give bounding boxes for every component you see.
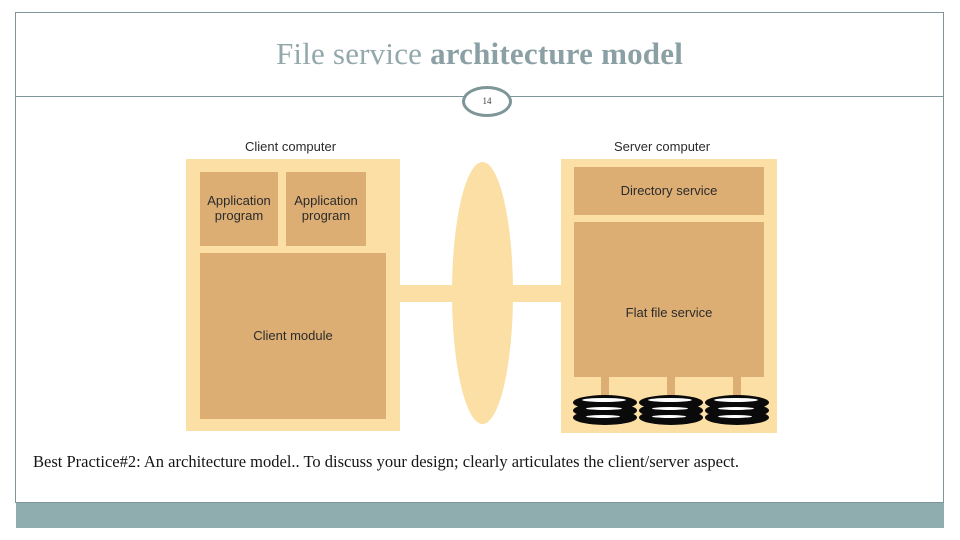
page-number-label: 14 — [482, 96, 492, 106]
page-title-bold: architecture model — [430, 36, 684, 71]
disk-stem-3 — [733, 377, 741, 401]
server-computer-caption: Server computer — [614, 139, 711, 154]
disk-stem-1 — [601, 377, 609, 401]
disk-gloss-1c — [586, 415, 620, 418]
disk-gloss-2a — [648, 398, 692, 402]
disk-platters-1 — [573, 395, 637, 425]
disk-icon-1 — [573, 377, 637, 425]
client-module-label: Client module — [253, 327, 333, 343]
disk-gloss-2b — [652, 407, 688, 410]
disk-icon-3 — [705, 377, 769, 425]
slide-bottom-bar — [16, 503, 944, 528]
disk-gloss-3c — [718, 415, 752, 418]
disk-icon-2 — [639, 377, 703, 425]
footer-note: Best Practice#2: An architecture model..… — [33, 452, 739, 471]
flat-file-service-box: Flat file service — [574, 222, 764, 377]
disk-stem-2 — [667, 377, 675, 401]
disk-gloss-1a — [582, 398, 626, 402]
page-number-badge: 14 — [462, 86, 512, 117]
disk-gloss-3b — [718, 407, 754, 410]
page-title-light: File service — [275, 36, 431, 71]
flat-file-service-label: Flat file service — [625, 305, 713, 321]
client-network-connector — [396, 285, 464, 302]
disk-gloss-2c — [652, 415, 686, 418]
disk-platters-2 — [639, 395, 703, 425]
directory-service-label: Directory service — [620, 182, 718, 198]
slide-header-band — [16, 13, 943, 97]
client-computer-caption: Client computer — [245, 139, 337, 154]
client-module-box: Client module — [200, 253, 386, 419]
disk-platters-3 — [705, 395, 769, 425]
page-title: File service architecture model — [16, 36, 943, 72]
disk-gloss-3a — [714, 398, 758, 402]
server-network-connector — [500, 285, 566, 302]
directory-service-box: Directory service — [574, 167, 764, 215]
disk-gloss-1b — [586, 407, 622, 410]
